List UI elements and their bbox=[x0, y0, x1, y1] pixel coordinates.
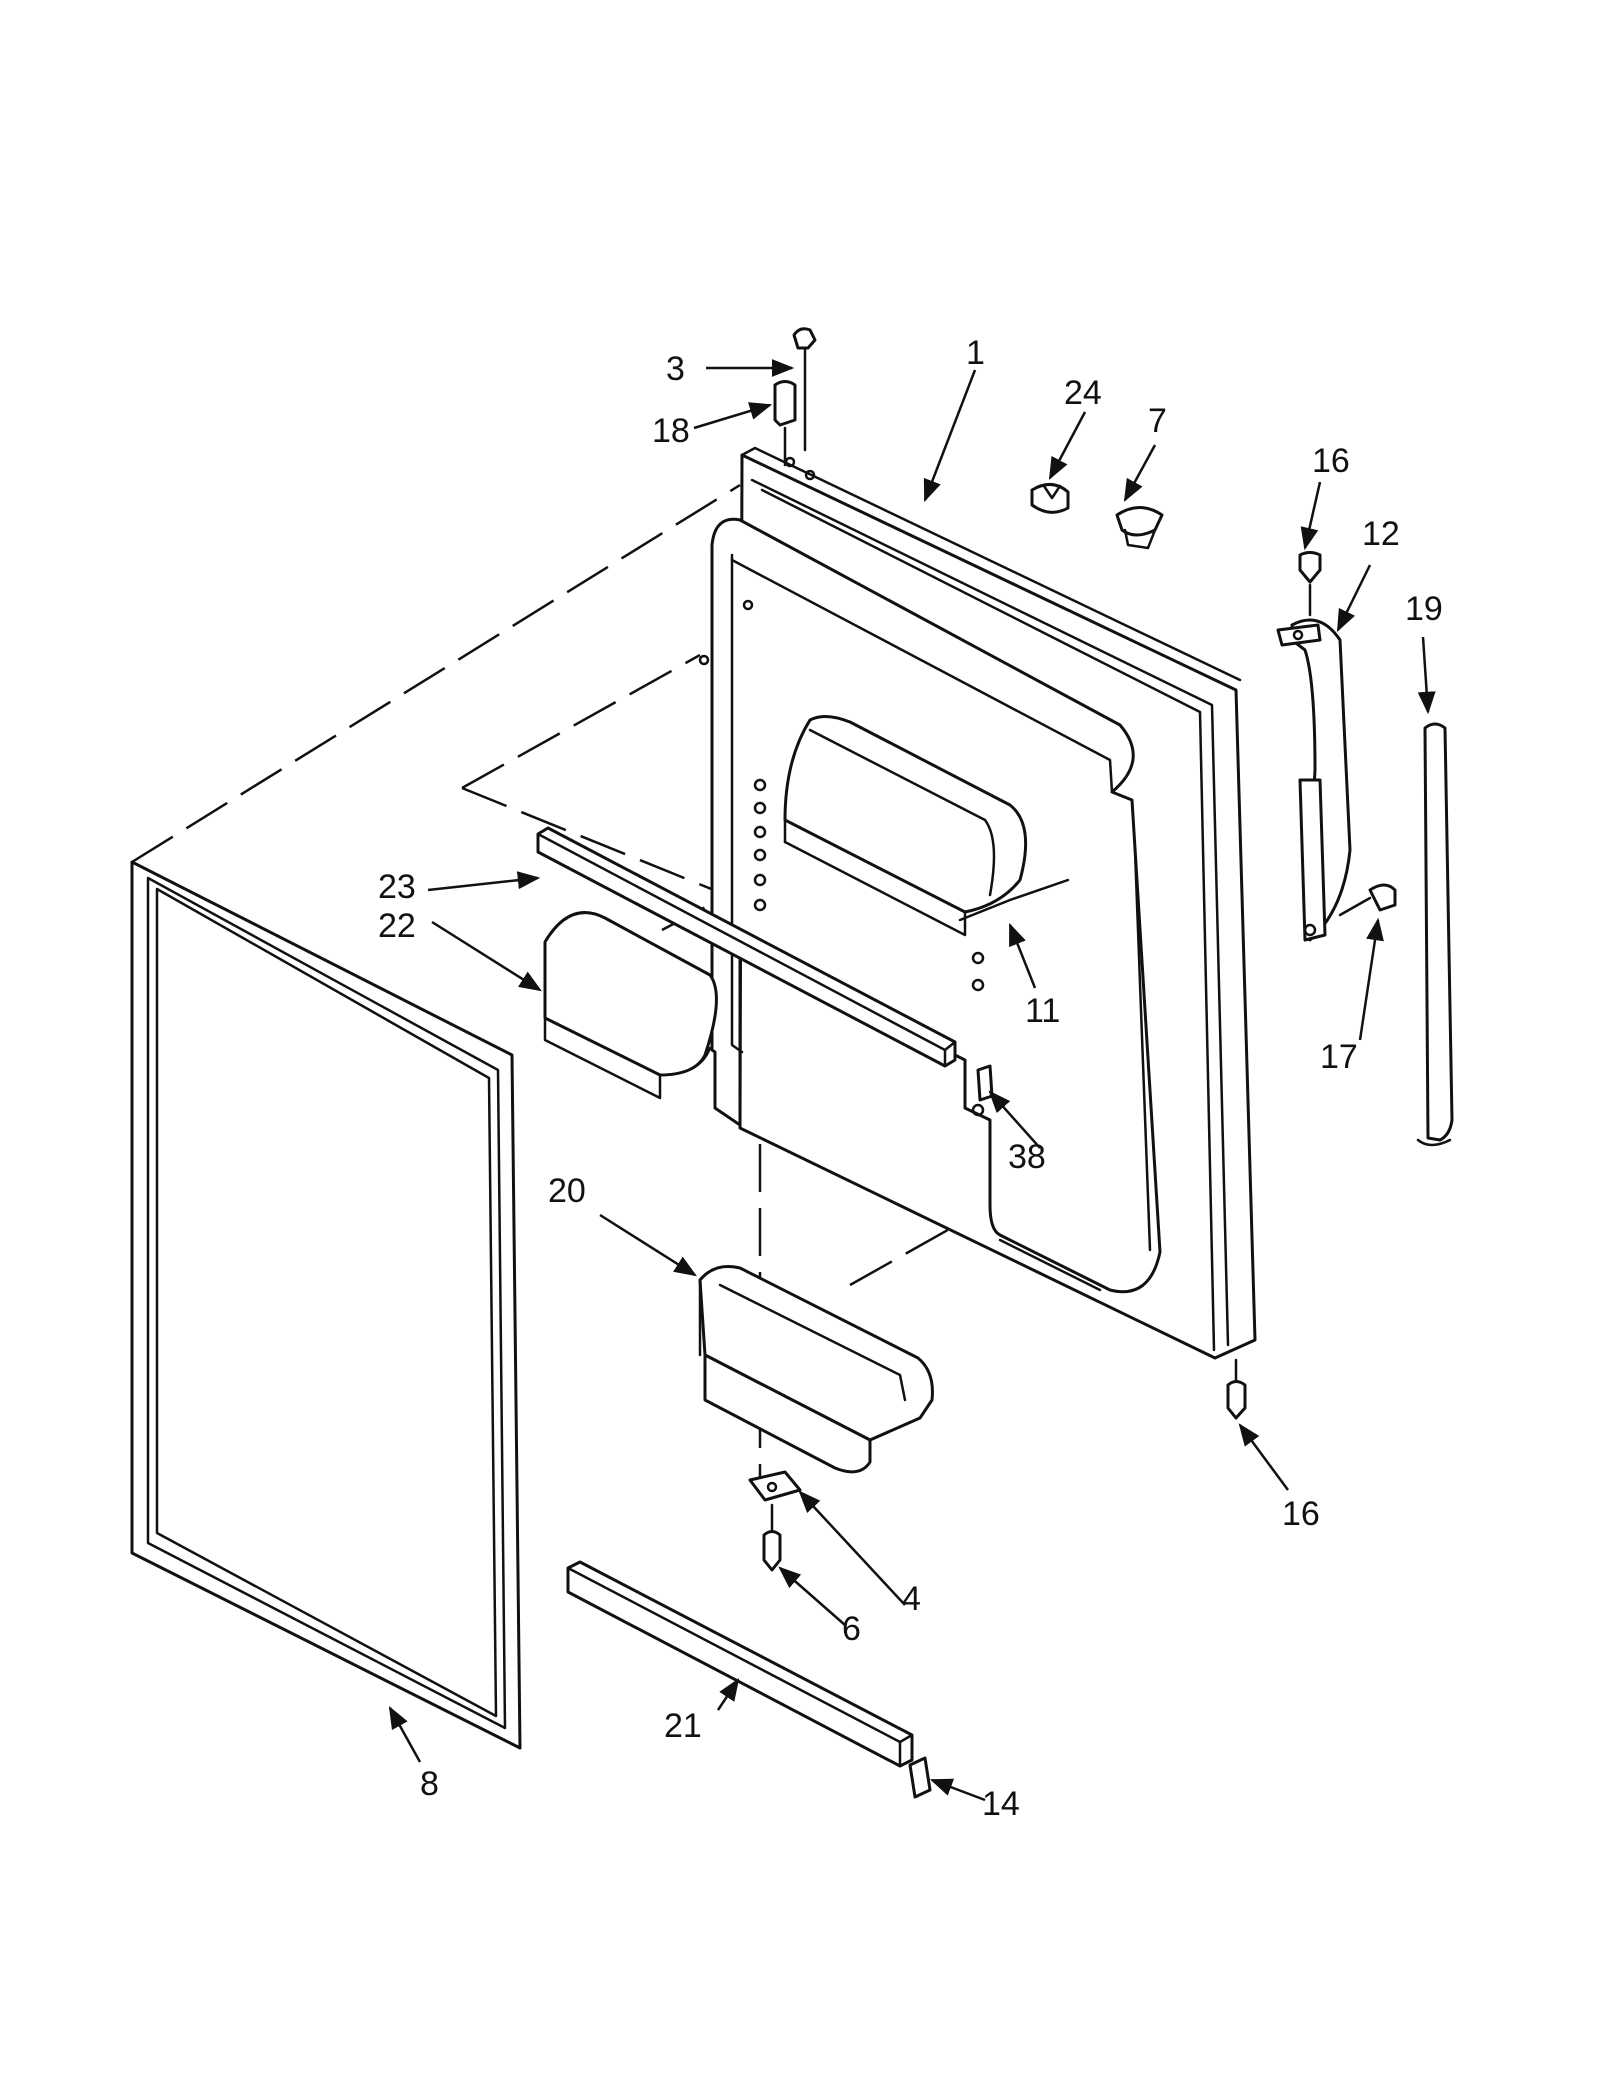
callout-12: 12 bbox=[1362, 515, 1400, 553]
callout-7: 7 bbox=[1148, 402, 1167, 440]
callout-3: 3 bbox=[666, 350, 685, 388]
callout-24: 24 bbox=[1064, 374, 1102, 412]
retainer-clip bbox=[976, 1064, 994, 1102]
callout-16-top: 16 bbox=[1312, 442, 1350, 480]
callout-1: 1 bbox=[966, 334, 985, 372]
upper-door-bin bbox=[783, 715, 1070, 937]
bottom-hinge-hardware bbox=[748, 1358, 1247, 1572]
callout-labels: 3 18 1 24 7 16 12 19 23 22 11 17 38 20 1… bbox=[378, 334, 1443, 1823]
shelf-bar bbox=[536, 826, 957, 1068]
door-gasket bbox=[130, 860, 522, 1750]
hole-plug bbox=[1115, 506, 1164, 550]
callout-16-bottom: 16 bbox=[1282, 1495, 1320, 1533]
callout-18: 18 bbox=[652, 412, 690, 450]
callout-11: 11 bbox=[1025, 992, 1060, 1030]
door-outer-panel bbox=[698, 446, 1257, 1360]
callout-6: 6 bbox=[842, 1610, 861, 1648]
hinge-cap bbox=[1030, 483, 1070, 514]
callout-38: 38 bbox=[1008, 1138, 1046, 1176]
trim-strip bbox=[1416, 722, 1454, 1147]
callout-19: 19 bbox=[1405, 590, 1443, 628]
leader-lines bbox=[388, 359, 1436, 1802]
callout-8: 8 bbox=[420, 1765, 439, 1803]
top-hinge-hardware bbox=[773, 327, 817, 481]
door-handle bbox=[1276, 551, 1397, 942]
lower-door-bin bbox=[698, 1265, 934, 1474]
callout-14: 14 bbox=[982, 1785, 1020, 1823]
callout-21: 21 bbox=[664, 1707, 702, 1745]
trim-end-cap bbox=[908, 1756, 932, 1799]
bottom-trim bbox=[566, 1560, 914, 1768]
dairy-door bbox=[543, 911, 718, 1100]
callout-23: 23 bbox=[378, 868, 416, 906]
callout-4: 4 bbox=[902, 1580, 921, 1618]
callout-17: 17 bbox=[1320, 1038, 1358, 1076]
callout-22: 22 bbox=[378, 907, 416, 945]
callout-20: 20 bbox=[548, 1172, 586, 1210]
